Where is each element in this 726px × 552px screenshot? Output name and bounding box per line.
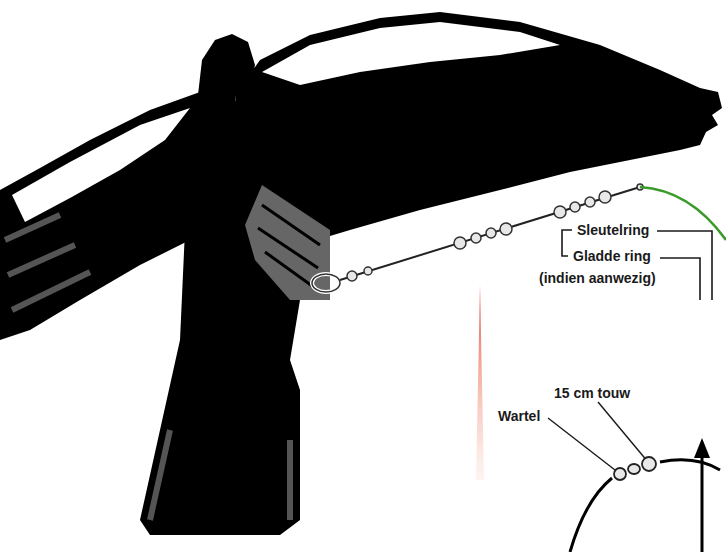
rope (570, 478, 612, 552)
rope (660, 460, 720, 470)
leader-line (548, 418, 615, 470)
wing-patch (12, 108, 190, 222)
body-marking (245, 185, 330, 300)
green-cord (640, 187, 726, 240)
part-label: 15 cm touw (553, 385, 631, 401)
key-ring (312, 274, 340, 292)
leader-line (657, 231, 712, 300)
bird-head (198, 34, 255, 95)
part-label: Wartel (497, 408, 541, 424)
bracket (562, 230, 572, 256)
leader-line (660, 258, 700, 300)
red-pole (476, 285, 484, 480)
arrow (701, 452, 704, 552)
arrow-head (694, 438, 710, 458)
tail-stripes (150, 430, 290, 520)
part-label: (indien aanwezig) (538, 270, 657, 286)
body-marking-lines (258, 205, 320, 288)
wing-patch (262, 22, 560, 85)
bird-body (140, 95, 330, 535)
swivel (614, 457, 656, 480)
leader-line (598, 402, 648, 462)
part-label: Gladde ring (572, 248, 652, 264)
part-label: Sleutelring (576, 222, 650, 238)
wing-stripes (5, 215, 90, 310)
